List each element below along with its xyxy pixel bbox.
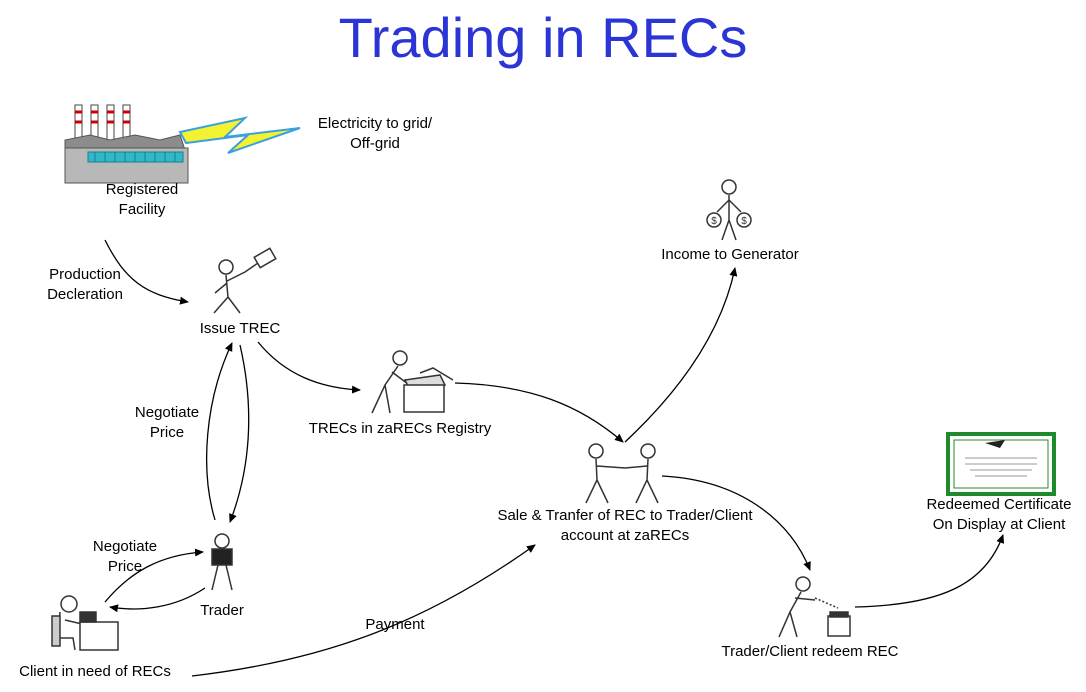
trader-label: Trader [200, 602, 244, 619]
facility-label: Registered Facility [105, 181, 179, 218]
arrow-sale-to-redeem [661, 475, 811, 571]
arrow-client-to-trader [104, 548, 204, 603]
certificate-icon [946, 432, 1056, 496]
electricity-label: Electricity to grid/ Off-grid [317, 115, 433, 152]
arrow-issue-to-registry [257, 341, 361, 394]
client-label: Client in need of RECs [19, 663, 171, 680]
person-with-moneybags-icon: $ $ [706, 179, 752, 241]
arrow-facility-to-issue [104, 239, 189, 305]
registry-label: TRECs in zaRECs Registry [308, 420, 492, 437]
person-with-envelope-icon [213, 247, 277, 314]
arrow-issue-to-trader [229, 344, 250, 523]
payment-label: Payment [365, 616, 425, 633]
arrow-redeem-to-certificate [854, 534, 1005, 608]
flow-arrows [104, 239, 1005, 677]
arrow-client-to-sale [191, 544, 536, 677]
lightning-icon [178, 116, 301, 154]
certificate-label: Redeemed Certificate On Display at Clien… [926, 496, 1072, 533]
negotiate-price-label-1: Negotiate Price [134, 404, 200, 441]
issue-trec-label: Issue TREC [199, 320, 281, 337]
svg-text:$: $ [711, 216, 717, 227]
svg-text:$: $ [741, 216, 747, 227]
handshake-icon [585, 443, 659, 504]
person-with-box-icon [371, 350, 454, 414]
client-at-desk-icon [51, 595, 119, 651]
trader-person-icon [211, 533, 233, 591]
production-label: Production Decleration [47, 266, 123, 303]
arrow-registry-to-sale [454, 382, 624, 443]
arrow-sale-to-income [624, 267, 738, 443]
redeem-label: Trader/Client redeem REC [721, 643, 899, 660]
income-label: Income to Generator [661, 246, 799, 263]
sale-transfer-label: Sale & Tranfer of REC to Trader/Client a… [497, 507, 753, 544]
negotiate-price-label-2: Negotiate Price [92, 538, 158, 575]
page-title: Trading in RECs [338, 6, 748, 69]
person-redeeming-icon [778, 576, 851, 638]
arrow-trader-to-client [109, 587, 206, 613]
arrow-trader-to-issue [206, 342, 233, 521]
factory-icon [64, 104, 189, 184]
